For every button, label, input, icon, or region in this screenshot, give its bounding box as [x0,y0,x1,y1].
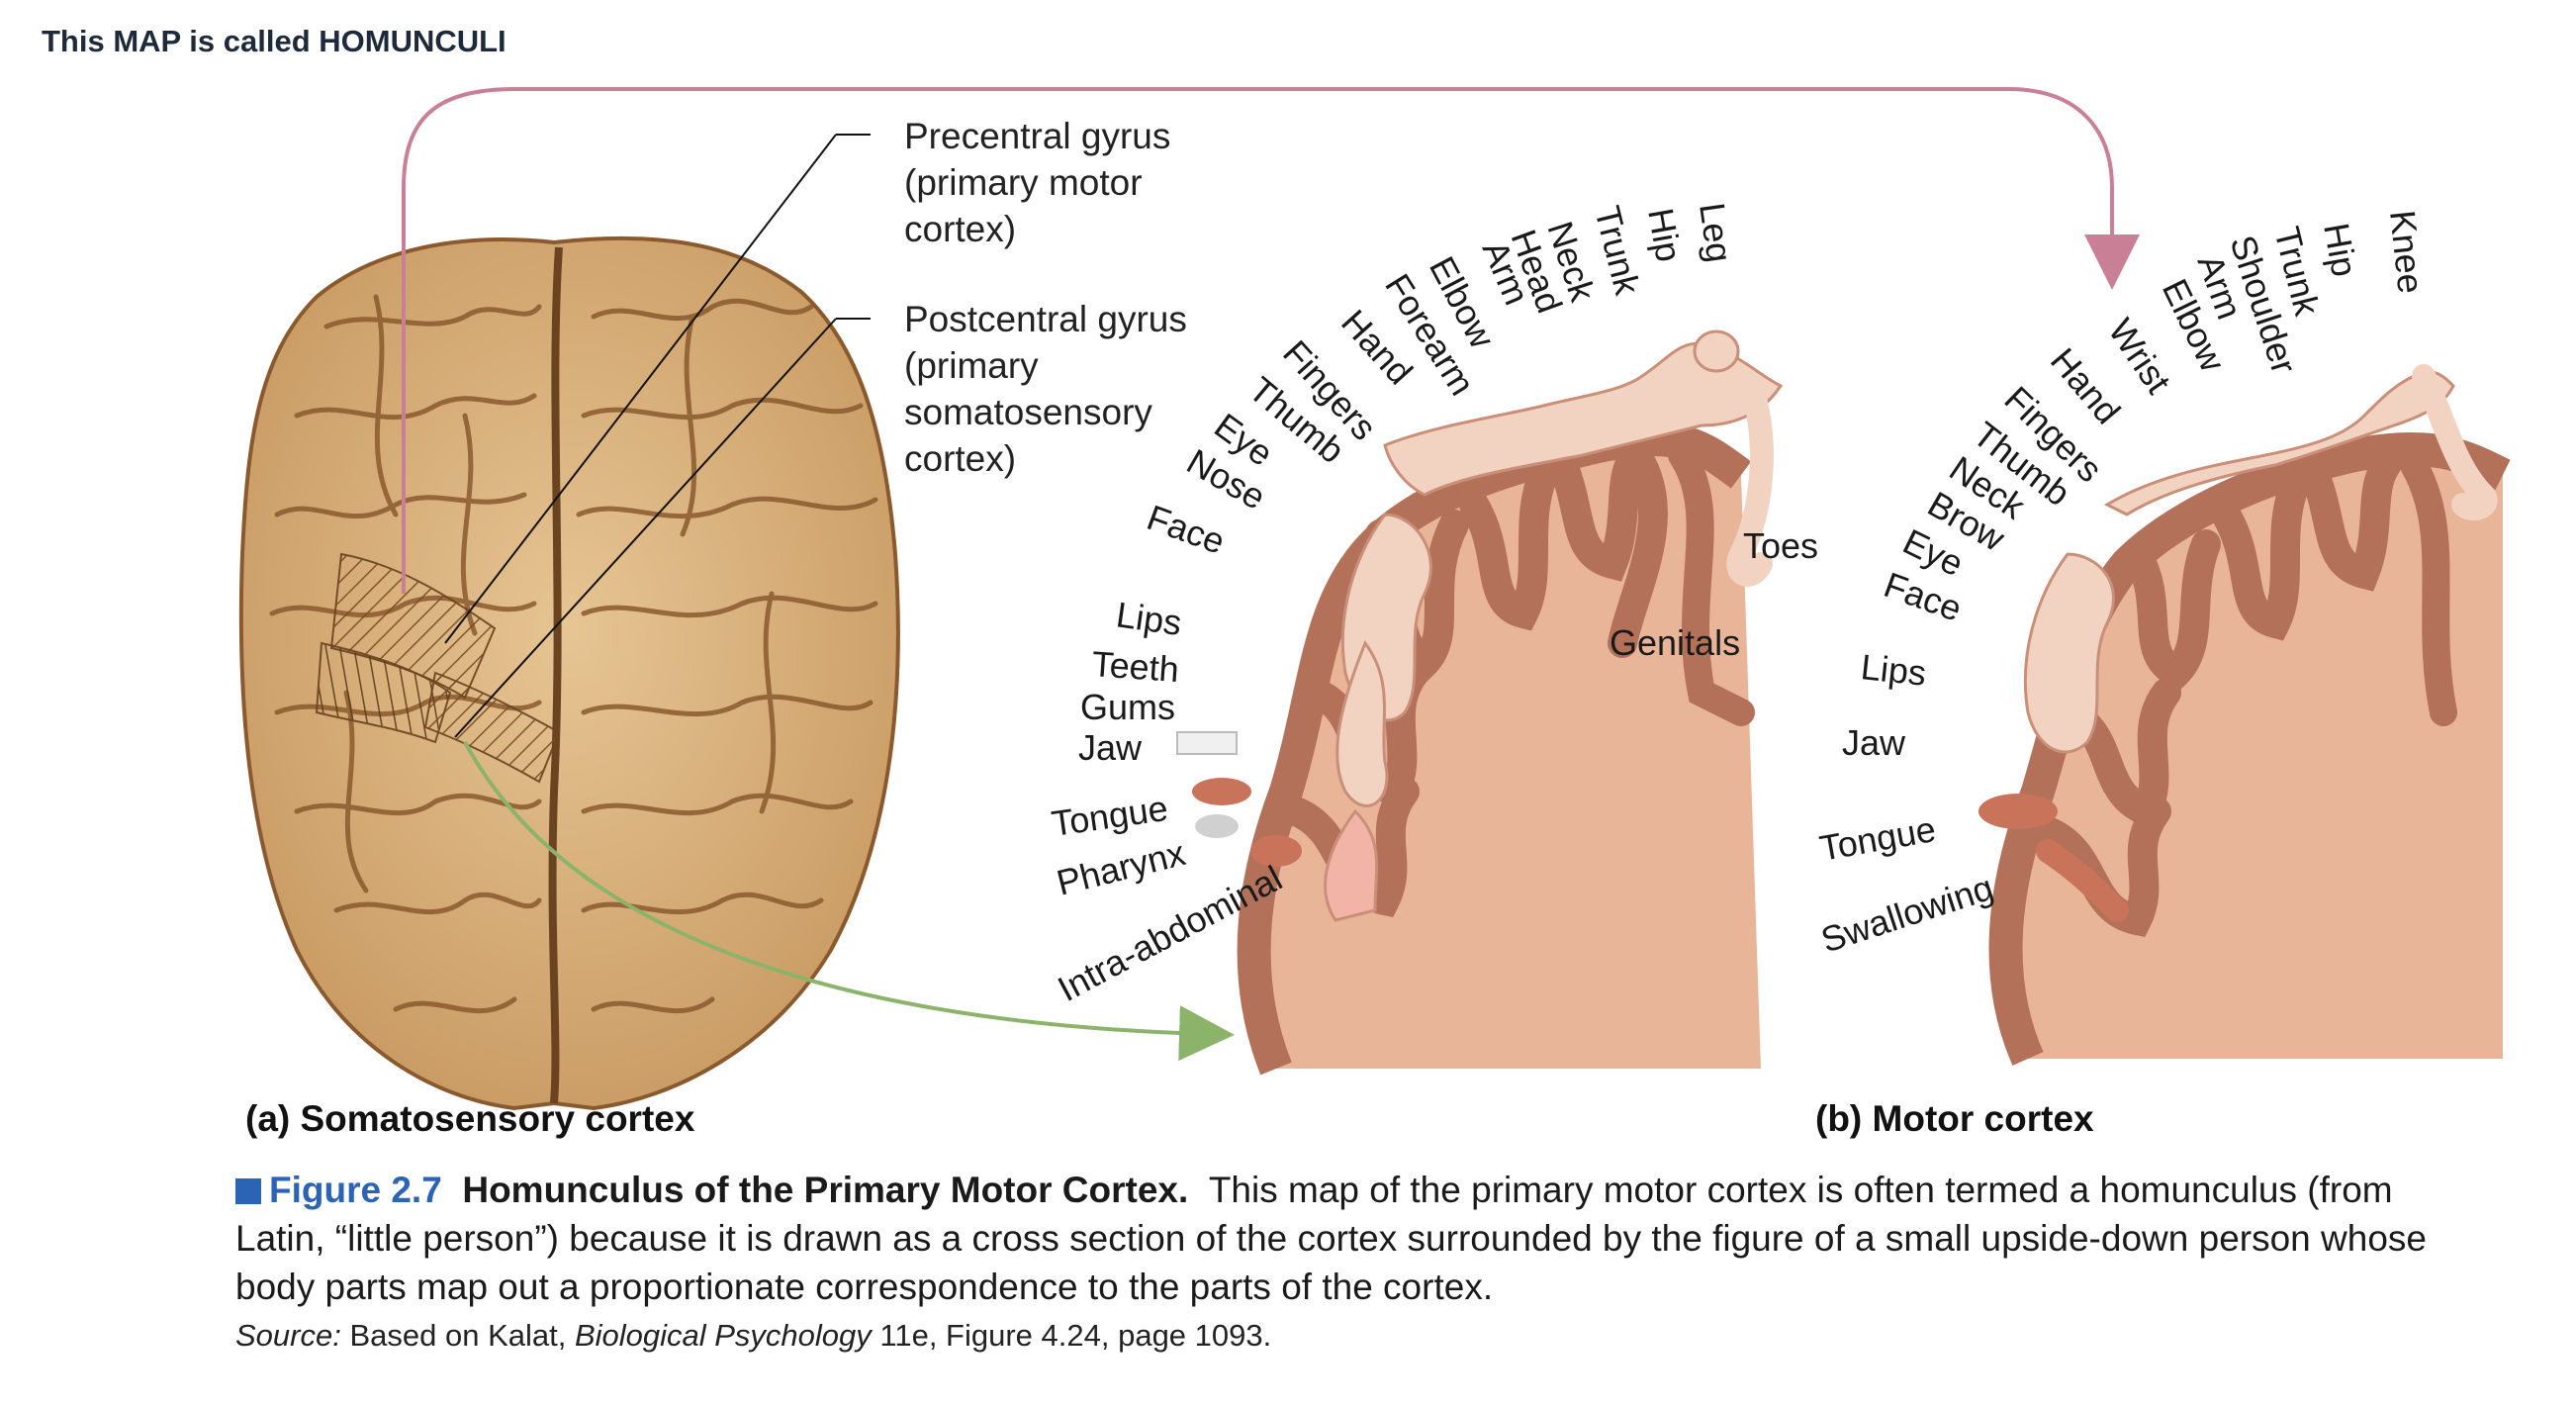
figure-caption: Figure 2.7 Homunculus of the Primary Mot… [235,1166,2451,1311]
sensory-label-gums: Gums [1080,687,1175,727]
sensory-label-teeth: Teeth [1090,643,1180,690]
postcentral-line-1: Postcentral gyrus [904,299,1187,339]
precentral-gyrus-label: Precentral gyrus (primary motor cortex) [904,113,1170,252]
sensory-label-genitals: Genitals [1610,622,1740,663]
panel-label-motor: (b) Motor cortex [1815,1098,2094,1139]
sensory-label-toes: Toes [1743,525,1818,566]
figure-title: Homunculus of the Primary Motor Cortex. [462,1170,1189,1210]
page-title: This MAP is called HOMUNCULI [42,24,506,58]
sensory-label-jaw: Jaw [1078,727,1143,768]
motor-label-jaw: Jaw [1842,722,1906,763]
motor-label-swallowing: Swallowing [1816,867,1998,961]
postcentral-line-4: cortex) [904,438,1017,479]
precentral-line-2: (primary motor [904,162,1143,203]
source-line: Source: Based on Kalat, Biological Psych… [235,1318,1271,1354]
pink-arrow [402,87,2140,594]
sensory-label-face: Face [1142,497,1230,562]
source-prefix: Source: [235,1318,341,1353]
source-book: Biological Psychology [574,1318,872,1353]
motor-label-hip: Hip [2316,220,2365,279]
postcentral-gyrus-label: Postcentral gyrus (primary somatosensory… [904,296,1187,482]
figure-marker-icon [235,1178,261,1204]
caption-text: This map of the primary motor cortex is … [235,1170,2427,1307]
precentral-line-3: cortex) [904,209,1017,249]
sensory-label-pharynx: Pharynx [1053,832,1189,903]
green-arrow [463,741,1235,1062]
precentral-line-1: Precentral gyrus [904,116,1171,156]
motor-label-lips: Lips [1859,646,1928,694]
source-text-after: 11e, Figure 4.24, page 1093. [871,1318,1272,1353]
source-text-before: Based on Kalat, [340,1318,575,1353]
sensory-label-hip: Hip [1640,205,1690,264]
figure-number: Figure 2.7 [269,1170,442,1210]
motor-label-knee: Knee [2382,209,2432,296]
sensory-label-tongue: Tongue [1049,788,1170,844]
panel-label-somatosensory: (a) Somatosensory cortex [245,1098,695,1139]
sensory-label-lips: Lips [1114,594,1184,643]
sensory-label-leg: Leg [1692,200,1740,264]
postcentral-line-3: somatosensory [904,392,1152,432]
motor-cortex-section [1978,364,2511,1066]
sensory-cortex-section [1176,329,1784,1076]
postcentral-line-2: (primary [904,345,1039,386]
motor-label-tongue: Tongue [1816,808,1938,869]
